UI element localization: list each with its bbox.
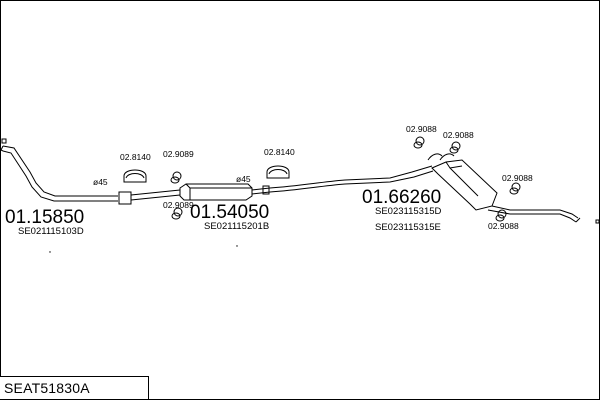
clamp-1-icon xyxy=(123,169,147,183)
rubber-mount-3-icon xyxy=(413,136,425,149)
diameter-mark-2: ø45 xyxy=(236,174,251,184)
accessory-label-rubber-5: 02.9088 xyxy=(502,173,533,183)
clamp-2-icon xyxy=(266,165,290,179)
diameter-symbol-1: ø xyxy=(93,177,98,187)
stray-dot-1 xyxy=(49,251,51,253)
rubber-mount-4-icon xyxy=(449,141,461,154)
diameter-value-2: 45 xyxy=(241,174,251,184)
diameter-mark-1: ø45 xyxy=(93,177,108,187)
diameter-symbol-2: ø xyxy=(236,174,241,184)
oe-number-middle-silencer: SE021115201B xyxy=(204,221,269,232)
rubber-mount-6-icon xyxy=(495,209,507,222)
middle-silencer xyxy=(179,165,434,201)
accessory-label-clamp-1: 02.8140 xyxy=(120,152,151,162)
rubber-mount-2-icon xyxy=(171,207,183,220)
part-number-rear-silencer: 01.66260 xyxy=(362,187,441,208)
drawing-title: SEAT51830A xyxy=(4,380,90,396)
oe-number-front-pipe: SE021115103D xyxy=(18,226,84,237)
stray-dot-2 xyxy=(236,245,238,247)
diameter-value-1: 45 xyxy=(98,177,108,187)
title-box: SEAT51830A xyxy=(0,376,149,399)
accessory-label-clamp-2: 02.8140 xyxy=(264,147,295,157)
rubber-mount-5-icon xyxy=(509,182,521,195)
rear-silencer xyxy=(427,153,600,224)
accessory-label-rubber-1: 02.9089 xyxy=(163,149,194,159)
part-number-front-pipe: 01.15850 xyxy=(5,207,84,228)
front-pipe xyxy=(0,138,181,205)
rubber-mount-1-icon xyxy=(170,171,182,184)
oe-number-rear-silencer-1: SE023115315D xyxy=(375,206,442,217)
part-number-middle-silencer: 01.54050 xyxy=(190,202,269,223)
accessory-label-rubber-6: 02.9088 xyxy=(488,221,519,231)
accessory-label-rubber-3: 02.9088 xyxy=(406,124,437,134)
oe-number-rear-silencer-2: SE023115315E xyxy=(375,222,441,233)
accessory-label-rubber-4: 02.9088 xyxy=(443,130,474,140)
accessory-label-rubber-2: 02.9089 xyxy=(163,200,194,210)
